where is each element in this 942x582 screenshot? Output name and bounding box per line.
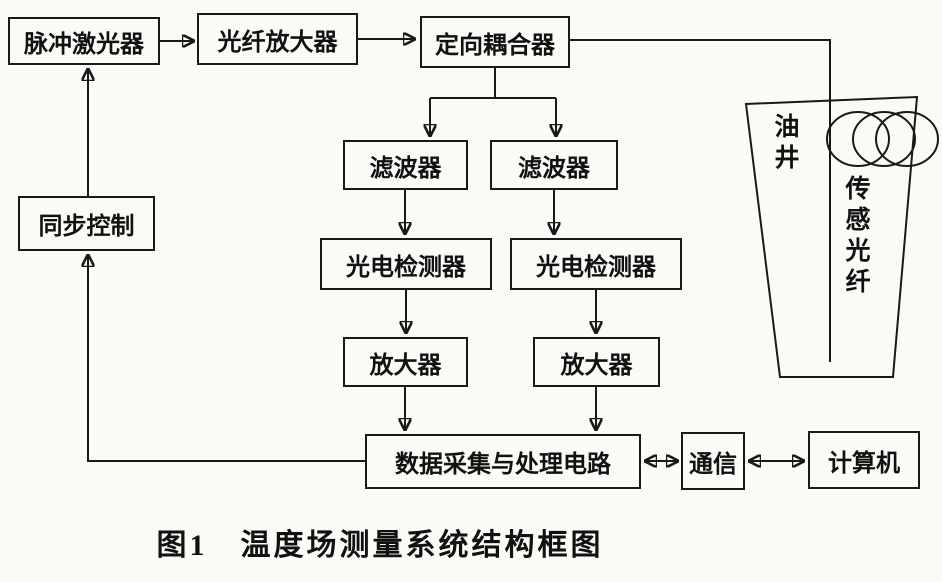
block-computer: 计算机	[808, 431, 920, 489]
block-filter-right: 滤波器	[490, 140, 618, 190]
block-fiber-amplifier: 光纤放大器	[197, 13, 358, 65]
block-amplifier-left: 放大器	[343, 337, 468, 387]
fiber-coil-loop-2	[852, 111, 916, 167]
block-photodetector-left: 光电检测器	[320, 238, 492, 290]
fiber-coil-loop-3	[875, 111, 939, 167]
line-coupler-to-sensing-fiber	[570, 39, 831, 362]
arrow-daq-to-sync-control	[88, 256, 365, 462]
block-filter-left: 滤波器	[343, 140, 468, 190]
block-photodetector-right: 光电检测器	[510, 238, 682, 290]
block-communication: 通信	[681, 432, 745, 490]
oil-well-shape	[744, 95, 919, 378]
label-oil-well: 油井	[771, 113, 799, 175]
block-sync-control: 同步控制	[18, 196, 155, 251]
figure-caption: 图1 温度场测量系统结构框图	[156, 529, 604, 562]
fiber-coil-loop-1	[826, 111, 890, 167]
block-pulse-laser: 脉冲激光器	[8, 17, 160, 65]
block-daq-circuit: 数据采集与处理电路	[365, 434, 641, 489]
label-sensing-fiber: 传感光纤	[842, 175, 870, 299]
block-directional-coupler: 定向耦合器	[420, 16, 570, 68]
block-amplifier-right: 放大器	[533, 337, 660, 387]
